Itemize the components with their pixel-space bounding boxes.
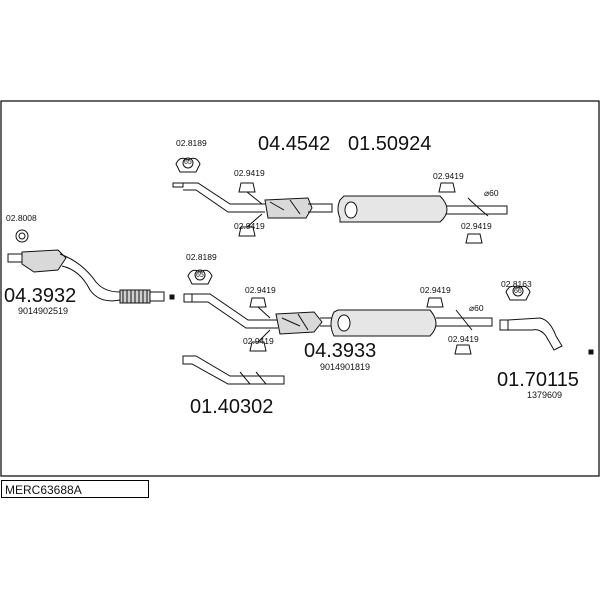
top-front-pipe xyxy=(172,182,265,213)
middle-hangers-and-clamps xyxy=(187,269,531,355)
top-clamp-lower-2-label: 02.9419 xyxy=(461,221,492,231)
tailpipe-drawing xyxy=(499,317,594,355)
middle-oem-label: 9014901819 xyxy=(320,362,371,372)
top-rear-silencer xyxy=(337,195,508,223)
middle-front-pipe xyxy=(183,293,278,329)
catalyst-ring-label: 02.8008 xyxy=(6,213,37,223)
middle-clamp-upper-2-label: 02.9419 xyxy=(420,285,451,295)
top-hanger-left-icon xyxy=(175,157,201,173)
catalyst-ring-icon xyxy=(15,229,29,243)
flex-pipe xyxy=(119,289,175,304)
middle-rear-silencer xyxy=(330,309,493,337)
bracket-drawing xyxy=(182,355,285,385)
middle-clamp-lower-1-label: 02.9419 xyxy=(243,336,274,346)
catalyst-converter xyxy=(7,249,121,302)
middle-clamp-upper-1-label: 02.9419 xyxy=(245,285,276,295)
middle-hanger-right-badge: 66 xyxy=(514,288,522,295)
top-clamp-upper-2-label: 02.9419 xyxy=(433,171,464,181)
diagram-code: MERC63688A xyxy=(1,480,149,498)
middle-hanger-left-badge: 65 xyxy=(196,272,204,279)
tailpipe-oem-label: 1379609 xyxy=(527,390,563,400)
bracket-part-label: 01.40302 xyxy=(190,396,274,418)
middle-clamp-lower-2-label: 02.9419 xyxy=(448,334,479,344)
top-clamp-icons xyxy=(238,182,483,244)
top-hanger-left-label: 02.8189 xyxy=(176,138,207,148)
middle-hanger-right-label: 02.8163 xyxy=(501,279,532,289)
top-hanger-left-badge: 65 xyxy=(184,159,192,166)
middle-part-label: 04.3933 xyxy=(304,340,377,362)
top-clamp-upper-1-label: 02.9419 xyxy=(234,168,265,178)
catalyst-oem-label: 9014902519 xyxy=(18,306,69,316)
middle-diameter-label: ⌀60 xyxy=(469,303,484,313)
top-part-a: 04.4542 xyxy=(258,133,331,155)
top-diameter-label: ⌀60 xyxy=(484,188,499,198)
middle-center-silencer xyxy=(275,311,337,335)
catalyst-part-label: 04.3932 xyxy=(4,285,77,307)
top-clamp-lower-1-label: 02.9419 xyxy=(234,221,265,231)
top-middle-silencer xyxy=(264,197,333,219)
diagram-frame xyxy=(0,100,600,477)
top-part-b: 01.50924 xyxy=(348,133,432,155)
middle-hanger-left-label: 02.8189 xyxy=(186,252,217,262)
tailpipe-part-label: 01.70115 xyxy=(497,369,579,391)
